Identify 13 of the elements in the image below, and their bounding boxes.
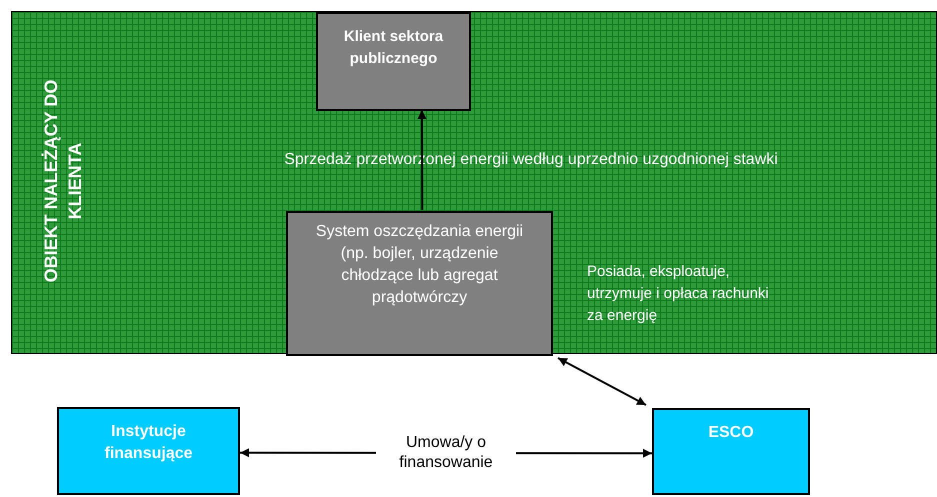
process-box [652, 408, 810, 495]
note-text: Posiada, eksploatuje, utrzymuje i opłaca rachunki za energię [587, 262, 770, 326]
box-text: System oszczędzania energii (np. bojler, urządzenie chłodzące lub agregat prądotwórczy [314, 222, 524, 308]
client-facility-area [11, 11, 937, 354]
box-text: Instytucje finansujące [104, 423, 193, 462]
box-text: Klient sektora publicznego [344, 28, 444, 67]
arrow [558, 357, 646, 406]
process-box [57, 407, 240, 495]
arrow [417, 110, 426, 210]
process-box [316, 12, 471, 111]
process-box [286, 211, 553, 356]
box-text: ESCO [708, 424, 754, 441]
vertical-heading: OBIEKT NALEŻĄCY DO KLIENTA [40, 78, 86, 284]
